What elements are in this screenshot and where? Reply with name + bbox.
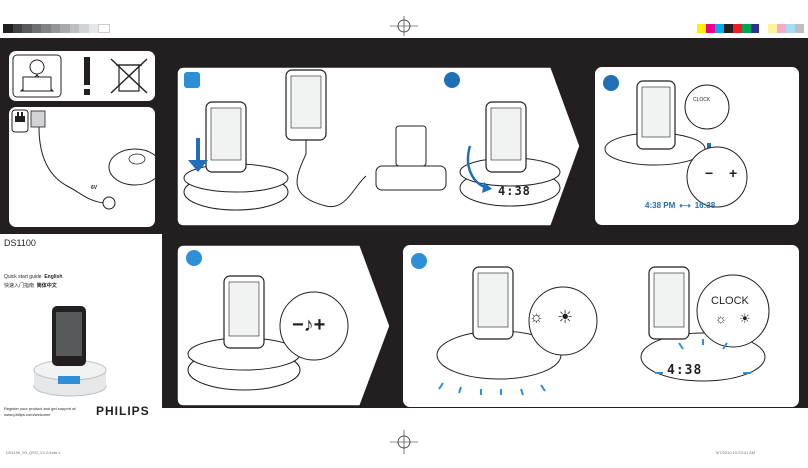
clock-display-small: 4:38 (498, 184, 531, 198)
volume-control[interactable]: −♪+ (292, 314, 326, 336)
model-name: DS1100 (4, 238, 36, 248)
no-dispose-icon (110, 58, 148, 94)
register-line-1: Register your product and get support at (4, 406, 76, 411)
power-plug-icon (15, 112, 25, 122)
minus-button[interactable]: − (705, 165, 714, 181)
arrow-icon: ⟷ (679, 201, 691, 210)
battery-charge-icon (184, 72, 200, 88)
brand-logo: PHILIPS (96, 404, 150, 418)
reading-person-icon (12, 54, 62, 98)
clock-dock-illustration (604, 80, 748, 208)
register-line-2: www.philips.com/welcome (4, 412, 51, 417)
clock-dim-icon[interactable]: ☼ (715, 311, 727, 326)
brightness-dock-illustration (436, 266, 770, 396)
adapter-voltage-label: 6V (91, 185, 98, 191)
power-panel: 6V (8, 106, 156, 228)
clock-icon (444, 72, 460, 88)
time-12h: 4:38 PM (645, 201, 676, 210)
speaker-wave-icon (186, 250, 202, 266)
clock-button-label-large: CLOCK (711, 295, 749, 307)
warning-panel (8, 50, 156, 102)
footer-file: DS1100_93_QSG_V1.0.indd 1 (6, 450, 61, 455)
dim-brightness-icon[interactable]: ☼ (529, 309, 544, 326)
clock-setting-panel: CLOCK − + 4:38 PM ⟷ 16:38 (594, 66, 800, 226)
plus-button[interactable]: + (729, 165, 738, 181)
quick-start-chinese-line: 快速入门指南 简体中文 (4, 283, 57, 289)
gray-scale-bar (3, 24, 111, 33)
brightness-panel: ☼ ☀ CLOCK ☼ ☀ 4:38 (402, 244, 800, 408)
charging-panel (176, 66, 581, 227)
product-info-panel: DS1100 Quick start guide English 快速入门指南 … (0, 234, 162, 430)
power-adapter-illustration (11, 109, 155, 210)
registration-mark-bottom (390, 430, 418, 454)
clock-bright-icon[interactable]: ☀ (739, 311, 751, 326)
volume-panel (176, 244, 391, 407)
quick-start-line: Quick start guide English (4, 274, 63, 280)
product-photo (33, 306, 107, 397)
clock-button-label: CLOCK (693, 97, 711, 103)
clock-icon (603, 75, 619, 91)
color-swatch-bar (697, 24, 805, 33)
registration-mark-top (390, 16, 418, 36)
brightness-icon (411, 253, 427, 269)
time-format-row: 4:38 PM ⟷ 16:38 (645, 201, 785, 210)
warning-icon (84, 57, 90, 95)
bright-brightness-icon[interactable]: ☀ (557, 307, 574, 327)
clock-display-large: 4:38 (667, 363, 703, 378)
time-24h: 16:38 (694, 201, 716, 210)
footer-date: 9/7/2010 10:23:41 AM (716, 450, 756, 455)
